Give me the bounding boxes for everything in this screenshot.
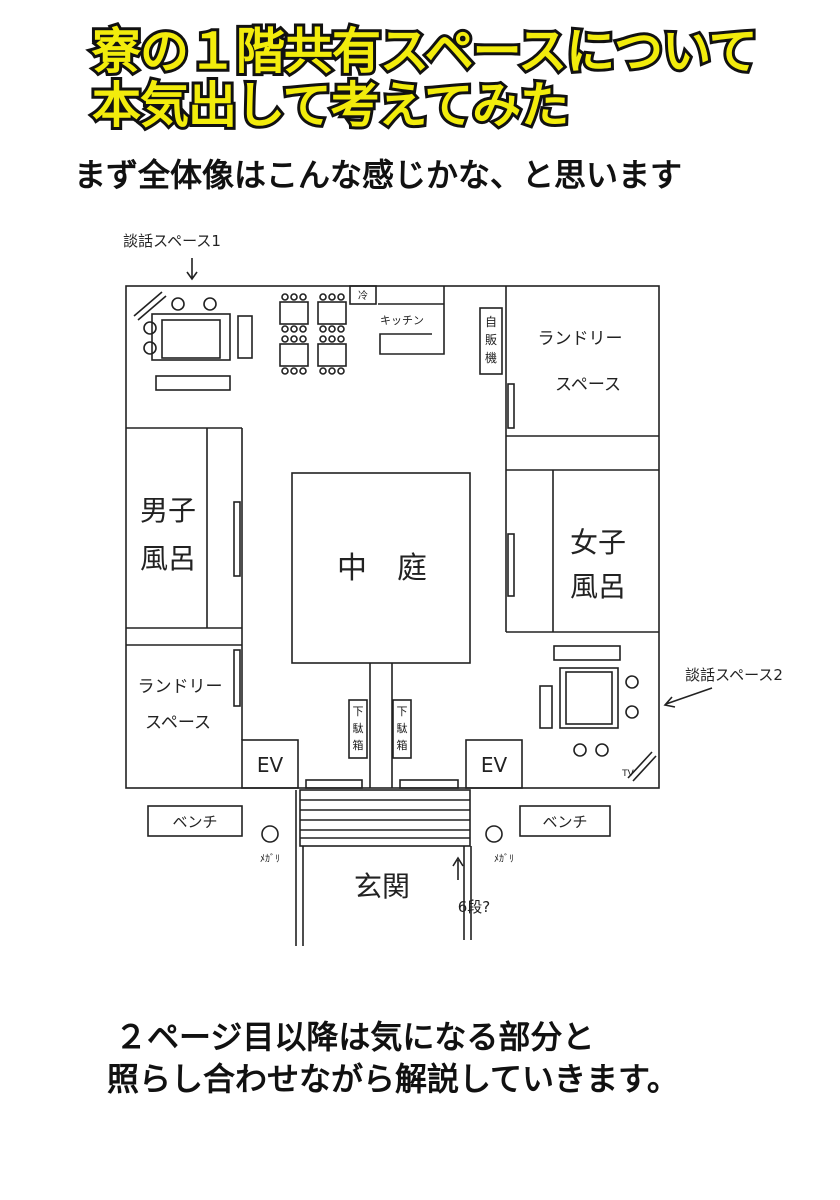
courtyard	[291, 472, 471, 664]
fridge-label: 冷	[358, 289, 368, 302]
shoe-box-left-1: 下	[353, 705, 364, 718]
bench-left	[147, 805, 243, 837]
elevator-right	[465, 739, 523, 789]
mat-left	[305, 779, 363, 789]
steps-arrow	[452, 856, 464, 880]
kitchen-label: キッチン	[380, 314, 424, 327]
vending-label-3: 機	[485, 350, 497, 365]
kitchen-counter	[378, 286, 445, 355]
bench-left-label: ベンチ	[172, 813, 217, 831]
mens-bath-label-1: 男子	[140, 494, 196, 527]
lounge-2-arrow	[663, 687, 713, 708]
elevator-right-label: EV	[481, 753, 508, 777]
vending-label-2: 販	[485, 333, 497, 347]
laundry-right-label-2: スペース	[555, 375, 621, 395]
laundry-left-label-2: スペース	[145, 713, 211, 733]
lounge-2-furniture	[539, 645, 657, 782]
lounge-1-furniture	[133, 291, 253, 391]
shoe-box-right	[392, 699, 412, 759]
vending-machine	[479, 307, 503, 375]
entrance-steps	[299, 789, 471, 847]
shoe-box-right-1: 下	[397, 705, 408, 718]
womens-bath-door	[507, 533, 515, 597]
tv-label: TV	[621, 769, 634, 779]
light-left	[261, 825, 279, 843]
womens-bath-label-2: 風呂	[570, 570, 626, 603]
light-right-label: ﾒｶﾞﾘ	[494, 853, 514, 865]
shoe-box-left-2: 駄	[353, 721, 364, 735]
subtitle: まず全体像はこんな感じかな、と思います	[74, 156, 683, 194]
laundry-left-label-1: ランドリー	[138, 677, 223, 697]
courtyard-label: 中 庭	[337, 551, 427, 586]
entrance-label: 玄関	[354, 870, 410, 903]
lounge-1-arrow	[186, 258, 198, 281]
dining-tables	[279, 293, 347, 375]
steps-note: 6段?	[458, 898, 491, 916]
vending-label-1: 自	[485, 315, 497, 329]
bench-right-label: ベンチ	[542, 813, 587, 831]
mat-right	[399, 779, 459, 789]
lounge-2-label: 談話スペース2	[685, 666, 783, 684]
mens-bath-label-2: 風呂	[140, 542, 196, 575]
light-right	[485, 825, 503, 843]
light-left-label: ﾒｶﾞﾘ	[260, 853, 280, 865]
fridge	[349, 285, 377, 305]
title-line-1: 寮の１階共有スペースについて	[89, 23, 761, 81]
mens-bath-door	[233, 501, 241, 577]
elevator-left	[241, 739, 299, 789]
lounge-1-label: 談話スペース1	[123, 232, 221, 250]
title-line-2: 本気出して考えてみた	[89, 77, 572, 135]
shoe-box-left-3: 箱	[353, 738, 364, 752]
elevator-left-label: EV	[257, 753, 284, 777]
footer-line-1: ２ページ目以降は気になる部分と	[115, 1018, 595, 1056]
shoe-box-right-3: 箱	[397, 738, 408, 752]
shoe-box-right-2: 駄	[397, 721, 408, 735]
shoe-box-left	[348, 699, 368, 759]
footer-line-2: 照らし合わせながら解説していきます。	[107, 1060, 679, 1098]
laundry-right-label-1: ランドリー	[538, 329, 623, 349]
laundry-right-door	[507, 383, 515, 429]
laundry-left-door	[233, 649, 241, 707]
womens-bath-label-1: 女子	[570, 526, 626, 559]
bench-right	[519, 805, 611, 837]
